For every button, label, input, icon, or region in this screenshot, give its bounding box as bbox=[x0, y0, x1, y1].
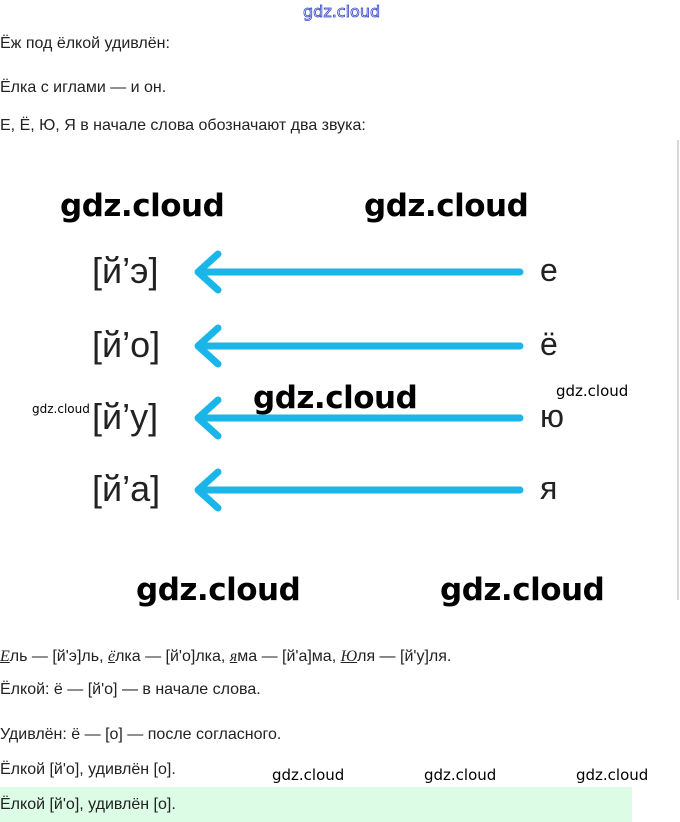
divider bbox=[677, 140, 679, 600]
examples-line: Ель — [й'э]ль, ёлка — [й'о]лка, яма — [й… bbox=[0, 647, 451, 667]
letter-label: ё bbox=[540, 326, 558, 362]
sound-label: [й’а] bbox=[92, 468, 161, 509]
watermark: gdz.cloud bbox=[424, 766, 497, 784]
underlined-letter: я bbox=[229, 648, 238, 665]
explanation-1: Ёлкой: ё — [й'о] — в начале слова. bbox=[0, 681, 261, 698]
example-text: ма — [й'а]ма, bbox=[237, 648, 341, 665]
arrow-left-icon bbox=[194, 396, 524, 440]
rule-text: Е, Ё, Ю, Я в начале слова обозначают два… bbox=[0, 117, 366, 134]
poem-line-2: Ёлка с иглами — и он. bbox=[0, 79, 167, 96]
watermark: gdz.cloud bbox=[440, 572, 605, 608]
watermark: gdz.cloud bbox=[253, 380, 418, 416]
watermark: gdz.cloud bbox=[60, 188, 225, 224]
answer-highlight bbox=[0, 787, 632, 822]
watermark: gdz.cloud bbox=[556, 382, 629, 400]
watermark: gdz.cloud bbox=[272, 766, 345, 784]
sound-label: [й’э] bbox=[92, 250, 159, 291]
example-text: ль — [й'э]ль, bbox=[9, 648, 108, 665]
arrow-left-icon bbox=[194, 324, 524, 368]
sound-label: [й’у] bbox=[92, 396, 159, 437]
explanation-2: Удивлён: ё — [о] — после согласного. bbox=[0, 726, 282, 743]
answer-text: Ёлкой [й'о], удивлён [о]. bbox=[0, 796, 176, 813]
poem-line-1: Ёж под ёлкой удивлён: bbox=[0, 35, 170, 52]
watermark: gdz.cloud bbox=[32, 402, 90, 416]
example-text: лка — [й'о]лка, bbox=[115, 648, 230, 665]
underlined-letter: ё bbox=[107, 648, 116, 665]
summary: Ёлкой [й'о], удивлён [о]. bbox=[0, 761, 176, 778]
sound-label: [й’о] bbox=[92, 324, 161, 365]
underlined-letter: Е bbox=[0, 648, 10, 665]
letter-label: ю bbox=[540, 398, 564, 434]
watermark: gdz.cloud bbox=[364, 188, 529, 224]
letter-label: е bbox=[540, 252, 558, 288]
watermark-top: gdz.cloud bbox=[303, 2, 381, 22]
watermark: gdz.cloud bbox=[576, 766, 649, 784]
example-text: ля — [й'у]ля. bbox=[357, 648, 452, 665]
letter-label: я bbox=[540, 470, 558, 506]
watermark: gdz.cloud bbox=[136, 572, 301, 608]
underlined-letter: Ю bbox=[340, 648, 358, 665]
arrow-left-icon bbox=[194, 250, 524, 294]
arrow-left-icon bbox=[194, 468, 524, 512]
